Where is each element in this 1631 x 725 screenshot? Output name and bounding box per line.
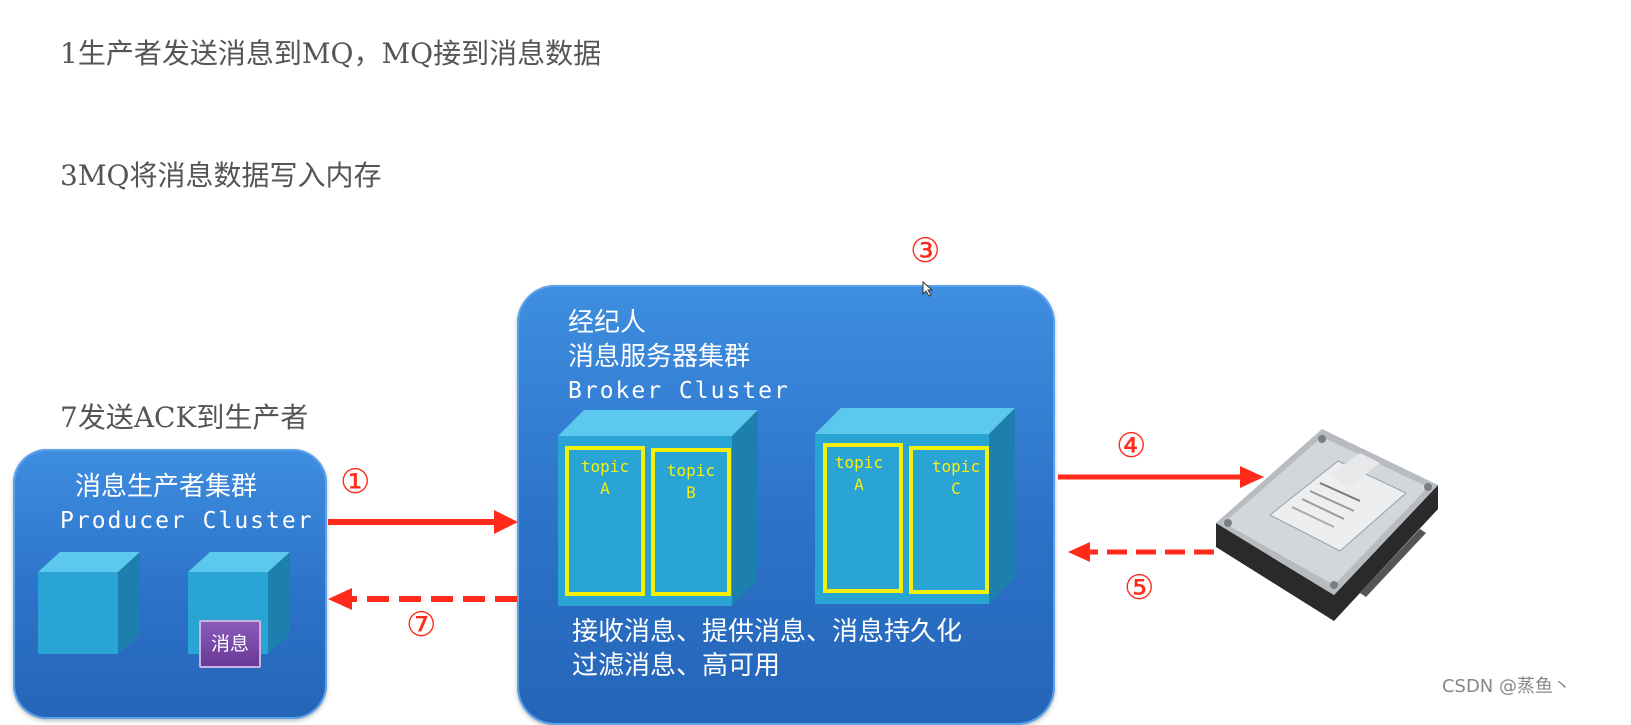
topic-b-letter: B [686, 483, 696, 502]
note-step-1: 1生产者发送消息到MQ，MQ接到消息数据 [60, 37, 602, 70]
marker-step-5: ⑤ [1124, 568, 1155, 608]
topic-b-label: topic B [655, 460, 727, 504]
producer-title-en: Producer Cluster [60, 508, 314, 534]
marker-step-7: ⑦ [406, 605, 437, 645]
note-step-7: 7发送ACK到生产者 [60, 401, 309, 434]
mouse-cursor-icon [922, 281, 934, 297]
marker-step-1: ① [340, 462, 371, 502]
marker-step-3: ③ [910, 231, 941, 271]
producer-title-cn: 消息生产者集群 [75, 472, 258, 502]
arrow-step-4 [1058, 466, 1264, 488]
note-step-3: 3MQ将消息数据写入内存 [60, 159, 382, 192]
broker-title-line1: 经纪人 [568, 308, 647, 338]
broker-footer-line2: 过滤消息、高可用 [572, 651, 781, 681]
topic-b-word: topic [666, 461, 716, 480]
broker-node-cube-1 [558, 410, 758, 606]
topic-a-2-label: topic A [823, 452, 895, 496]
broker-title-line2: 消息服务器集群 [568, 342, 751, 372]
topic-a-1-label: topic A [569, 456, 641, 500]
topic-box-c [909, 446, 989, 594]
topic-c-letter: C [951, 479, 961, 498]
arrow-step-7 [328, 588, 517, 610]
topic-c-word: topic [931, 457, 981, 476]
hard-drive-icon [1216, 429, 1438, 621]
topic-a-1-word: topic [580, 457, 630, 476]
topic-c-label: topic C [920, 456, 992, 500]
arrow-step-5 [1068, 542, 1214, 562]
topic-a-2-letter: A [854, 475, 864, 494]
marker-step-4: ④ [1116, 426, 1147, 466]
topic-a-2-word: topic [834, 453, 884, 472]
topic-a-1-letter: A [600, 479, 610, 498]
broker-footer-line1: 接收消息、提供消息、消息持久化 [572, 617, 963, 647]
message-chip: 消息 [199, 620, 261, 668]
producer-node-cube-1 [38, 552, 140, 654]
arrows-layer [328, 466, 1264, 610]
watermark: CSDN @蒸鱼丶 [1441, 676, 1571, 697]
topic-box-a-1 [565, 446, 645, 596]
broker-title-line3: Broker Cluster [568, 378, 790, 404]
topic-box-a-2 [823, 443, 903, 593]
topic-box-b [651, 448, 731, 596]
arrow-step-1 [328, 510, 518, 534]
